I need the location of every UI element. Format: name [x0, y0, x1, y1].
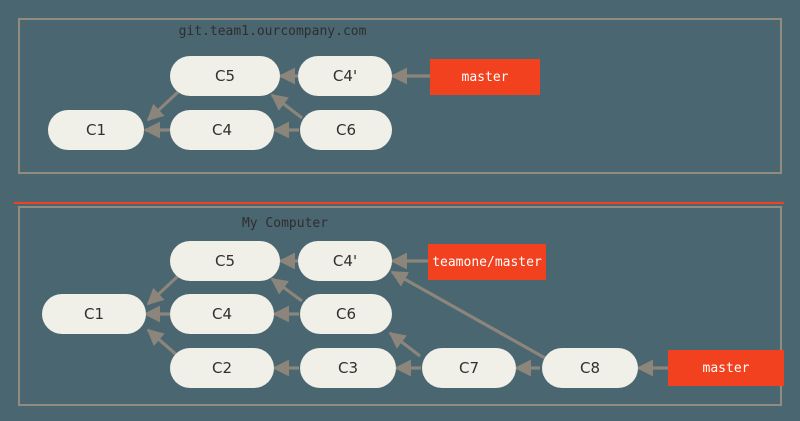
node-local-c6[interactable]: C6 [300, 294, 392, 334]
node-server-c4-prime[interactable]: C4' [298, 56, 392, 96]
node-local-c3[interactable]: C3 [300, 348, 396, 388]
node-local-c7[interactable]: C7 [422, 348, 516, 388]
node-server-c6[interactable]: C6 [300, 110, 392, 150]
node-server-c4[interactable]: C4 [170, 110, 274, 150]
node-server-c1[interactable]: C1 [48, 110, 144, 150]
panel-local [18, 206, 782, 406]
ref-local-master[interactable]: master [668, 350, 784, 386]
node-server-c5[interactable]: C5 [170, 56, 280, 96]
node-local-c4-prime[interactable]: C4' [298, 241, 392, 281]
ref-local-teamone-master[interactable]: teamone/master [428, 244, 546, 280]
ref-server-master[interactable]: master [430, 59, 540, 95]
panel-local-title: My Computer [241, 216, 329, 231]
node-local-c1[interactable]: C1 [42, 294, 146, 334]
panel-server-title: git.team1.ourcompany.com [178, 24, 367, 39]
node-local-c8[interactable]: C8 [542, 348, 638, 388]
node-local-c5[interactable]: C5 [170, 241, 280, 281]
panel-divider-rule [14, 202, 784, 204]
node-local-c4[interactable]: C4 [170, 294, 274, 334]
node-local-c2[interactable]: C2 [170, 348, 274, 388]
panel-server [18, 18, 782, 174]
